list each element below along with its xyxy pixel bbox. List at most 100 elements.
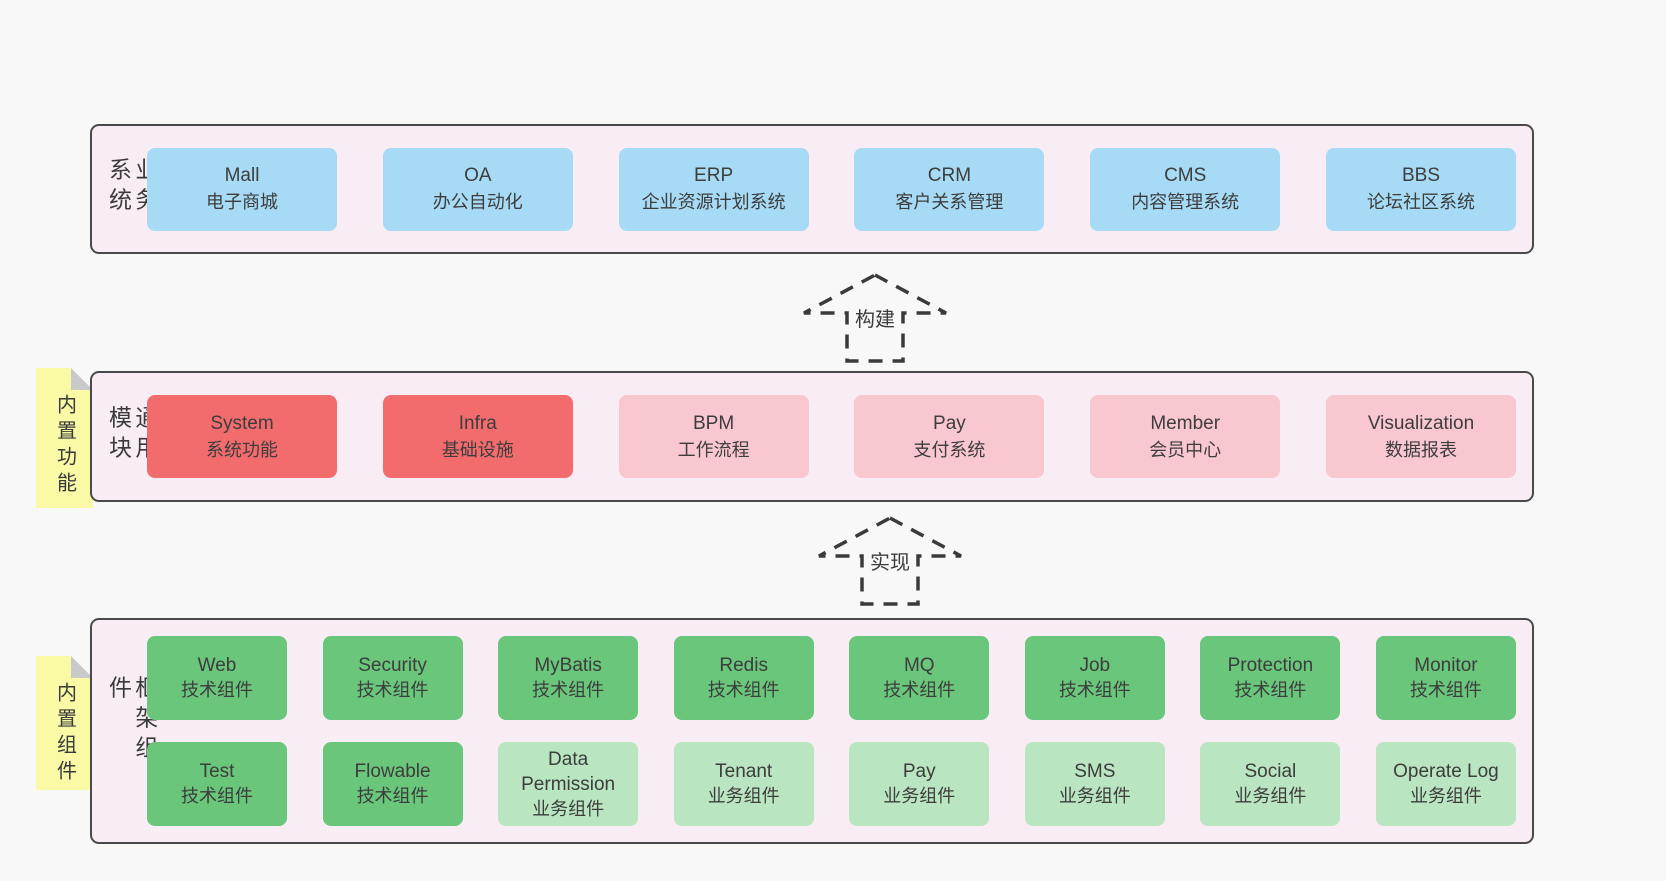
box-operate-log: Operate Log 业务组件 xyxy=(1375,742,1516,826)
modules-boxes-row: System 系统功能 Infra 基础设施 BPM 工作流程 Pay 支付系统… xyxy=(147,373,1516,500)
box-subtitle: 企业资源计划系统 xyxy=(641,192,786,212)
sticky-note-built-in-components: 内置组件 xyxy=(36,656,93,790)
box-title: Web xyxy=(197,655,237,676)
box-oa: OA 办公自动化 xyxy=(382,147,573,231)
components-rows: Web 技术组件 Security 技术组件 MyBatis 技术组件 Redi… xyxy=(147,620,1516,842)
arrow-implement-label: 实现 xyxy=(866,545,914,576)
box-visualization: Visualization 数据报表 xyxy=(1325,395,1516,478)
box-subtitle: 客户关系管理 xyxy=(895,192,1004,212)
box-monitor: Monitor 技术组件 xyxy=(1375,636,1516,720)
box-social: Social 业务组件 xyxy=(1200,742,1341,826)
box-subtitle: 会员中心 xyxy=(1149,439,1222,460)
box-pay-system: Pay 支付系统 xyxy=(854,395,1045,478)
components-row-2: Test 技术组件 Flowable 技术组件 Data Permission … xyxy=(147,742,1516,826)
layer-framework-components: 框架组件 Web 技术组件 Security 技术组件 MyBatis 技术组件… xyxy=(90,618,1534,844)
box-subtitle: 技术组件 xyxy=(1234,680,1307,700)
box-subtitle: 技术组件 xyxy=(356,786,429,806)
box-title: OA xyxy=(464,165,492,186)
box-title: Data Permission xyxy=(521,748,616,795)
box-title: Flowable xyxy=(354,761,431,782)
sticky-note-label: 内置功能 xyxy=(53,394,76,498)
box-subtitle: 技术组件 xyxy=(1058,680,1131,700)
dashed-up-arrow-icon xyxy=(818,516,962,606)
box-title: Security xyxy=(358,655,427,676)
box-subtitle: 业务组件 xyxy=(1409,786,1482,806)
box-subtitle: 电子商城 xyxy=(206,192,278,212)
box-subtitle: 技术组件 xyxy=(356,680,429,700)
box-security: Security 技术组件 xyxy=(322,636,463,720)
layer-common-modules: 通用模块 System 系统功能 Infra 基础设施 BPM 工作流程 Pay… xyxy=(90,371,1534,502)
box-data-permission: Data Permission 业务组件 xyxy=(498,742,639,826)
layer-business-systems: 业务系统 Mall 电子商城 OA 办公自动化 ERP 企业资源计划系统 CRM… xyxy=(90,124,1534,254)
box-title: Social xyxy=(1244,761,1297,782)
box-tenant: Tenant 业务组件 xyxy=(673,742,814,826)
box-subtitle: 论坛社区系统 xyxy=(1366,192,1475,212)
box-bpm: BPM 工作流程 xyxy=(618,395,809,478)
box-test: Test 技术组件 xyxy=(147,742,287,826)
box-job: Job 技术组件 xyxy=(1024,636,1165,720)
business-boxes-row: Mall 电子商城 OA 办公自动化 ERP 企业资源计划系统 CRM 客户关系… xyxy=(147,126,1516,252)
box-subtitle: 业务组件 xyxy=(532,798,605,819)
box-erp: ERP 企业资源计划系统 xyxy=(618,147,809,231)
box-subtitle: 技术组件 xyxy=(532,680,605,700)
box-protection: Protection 技术组件 xyxy=(1200,636,1341,720)
box-title: ERP xyxy=(694,165,734,186)
box-subtitle: 业务组件 xyxy=(883,786,956,806)
box-subtitle: 支付系统 xyxy=(913,439,986,460)
box-title: MQ xyxy=(903,655,935,676)
box-title: MyBatis xyxy=(534,655,602,676)
box-title: Redis xyxy=(719,655,768,676)
box-subtitle: 业务组件 xyxy=(707,786,780,806)
box-title: Pay xyxy=(902,761,936,782)
box-subtitle: 业务组件 xyxy=(1234,786,1307,806)
box-mall: Mall 电子商城 xyxy=(147,147,337,231)
box-sms: SMS 业务组件 xyxy=(1024,742,1165,826)
box-subtitle: 基础设施 xyxy=(441,439,514,460)
box-infra: Infra 基础设施 xyxy=(382,395,573,478)
box-subtitle: 技术组件 xyxy=(1409,680,1482,700)
box-title: Mall xyxy=(224,165,260,186)
box-title: System xyxy=(210,412,274,434)
box-title: BBS xyxy=(1401,165,1440,186)
box-title: Member xyxy=(1150,412,1221,434)
arrow-implement: 实现 xyxy=(815,515,965,607)
box-title: Infra xyxy=(458,412,497,434)
box-subtitle: 办公自动化 xyxy=(432,192,523,212)
components-row-1: Web 技术组件 Security 技术组件 MyBatis 技术组件 Redi… xyxy=(147,636,1516,720)
box-title: SMS xyxy=(1074,761,1116,782)
sticky-note-built-in-features: 内置功能 xyxy=(36,368,93,508)
dashed-up-arrow-icon xyxy=(803,273,947,363)
box-subtitle: 技术组件 xyxy=(707,680,780,700)
box-redis: Redis 技术组件 xyxy=(673,636,814,720)
box-subtitle: 技术组件 xyxy=(181,680,253,700)
box-system: System 系统功能 xyxy=(147,395,337,478)
sticky-note-label: 内置组件 xyxy=(53,682,76,786)
box-pay-component: Pay 业务组件 xyxy=(849,742,990,826)
arrow-build-label: 构建 xyxy=(851,302,899,333)
box-web: Web 技术组件 xyxy=(147,636,287,720)
box-subtitle: 技术组件 xyxy=(883,680,956,700)
box-subtitle: 数据报表 xyxy=(1384,439,1457,460)
box-mybatis: MyBatis 技术组件 xyxy=(498,636,639,720)
box-title: Protection xyxy=(1227,655,1314,676)
box-mq: MQ 技术组件 xyxy=(849,636,990,720)
box-title: Test xyxy=(199,761,235,782)
box-cms: CMS 内容管理系统 xyxy=(1090,147,1281,231)
box-subtitle: 业务组件 xyxy=(1058,786,1131,806)
box-crm: CRM 客户关系管理 xyxy=(854,147,1045,231)
box-title: Monitor xyxy=(1414,655,1478,676)
box-subtitle: 技术组件 xyxy=(181,786,253,806)
box-title: Tenant xyxy=(715,761,773,782)
box-title: Operate Log xyxy=(1393,761,1499,782)
box-bbs: BBS 论坛社区系统 xyxy=(1325,147,1516,231)
box-title: CRM xyxy=(927,165,972,186)
box-subtitle: 工作流程 xyxy=(677,439,750,460)
arrow-build: 构建 xyxy=(800,272,950,364)
box-flowable: Flowable 技术组件 xyxy=(322,742,463,826)
box-title: Visualization xyxy=(1367,412,1475,434)
box-title: CMS xyxy=(1164,165,1207,186)
box-subtitle: 系统功能 xyxy=(206,439,278,460)
box-title: Pay xyxy=(933,412,966,434)
box-title: Job xyxy=(1079,655,1111,676)
box-title: BPM xyxy=(693,412,735,434)
